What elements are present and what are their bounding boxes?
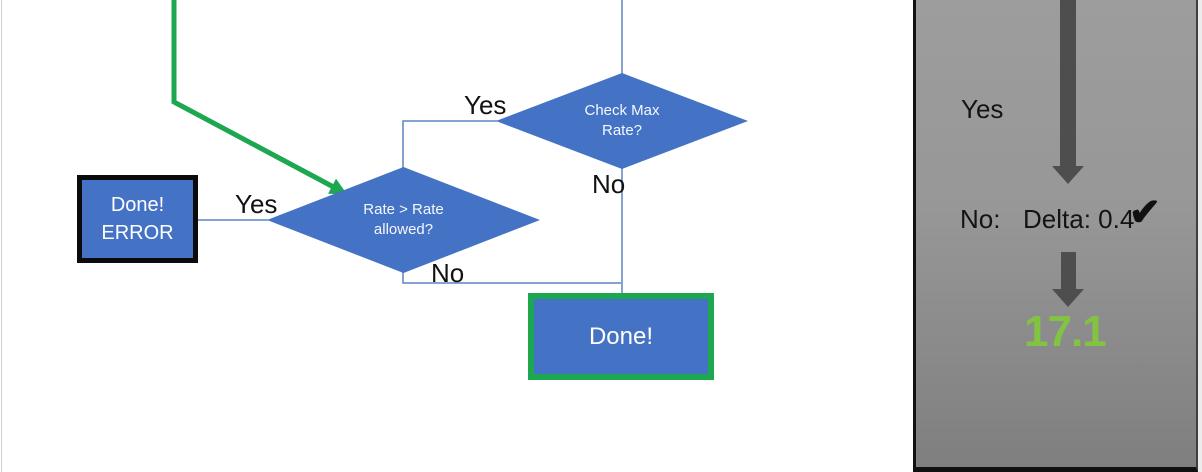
check-max-no-label: No (592, 169, 626, 199)
panel-delta-value: Delta: 0.4 (1023, 204, 1135, 234)
check-max-yes-label: Yes (464, 90, 507, 120)
blue-connectors (198, 0, 623, 294)
done-error-line2: ERROR (101, 222, 174, 244)
panel-no-label: No: (960, 204, 1001, 234)
green-path-arrow (171, 0, 348, 195)
panel-yes-label: Yes (961, 94, 1004, 124)
done-error-line1: Done! (110, 194, 165, 216)
done-error-node: Done! ERROR (77, 175, 198, 263)
down-arrow-top-head (1052, 166, 1084, 184)
done-node: Done! (528, 293, 714, 380)
side-panel: Yes No: Delta: 0.4 ✔ 17.1 (913, 0, 1198, 472)
rate-no-label: No (431, 258, 465, 288)
result-value: 17.1 (1024, 307, 1107, 356)
flowchart-connectors (171, 0, 623, 294)
down-arrow-top-shaft (1060, 0, 1076, 167)
done-node-label: Done! (588, 322, 654, 350)
checkmark-icon: ✔ (1129, 192, 1161, 234)
decision-rate-allowed-label: Rate > Rate allowed? (363, 201, 444, 238)
decision-check-max-rate-label: Check Max Rate? (584, 102, 660, 139)
panel-right-strip (1198, 0, 1202, 472)
slide-left-edge (1, 0, 2, 472)
down-arrow-bottom-head (1052, 289, 1084, 307)
rate-yes-label: Yes (235, 189, 278, 219)
down-arrow-bottom-shaft (1061, 252, 1076, 290)
